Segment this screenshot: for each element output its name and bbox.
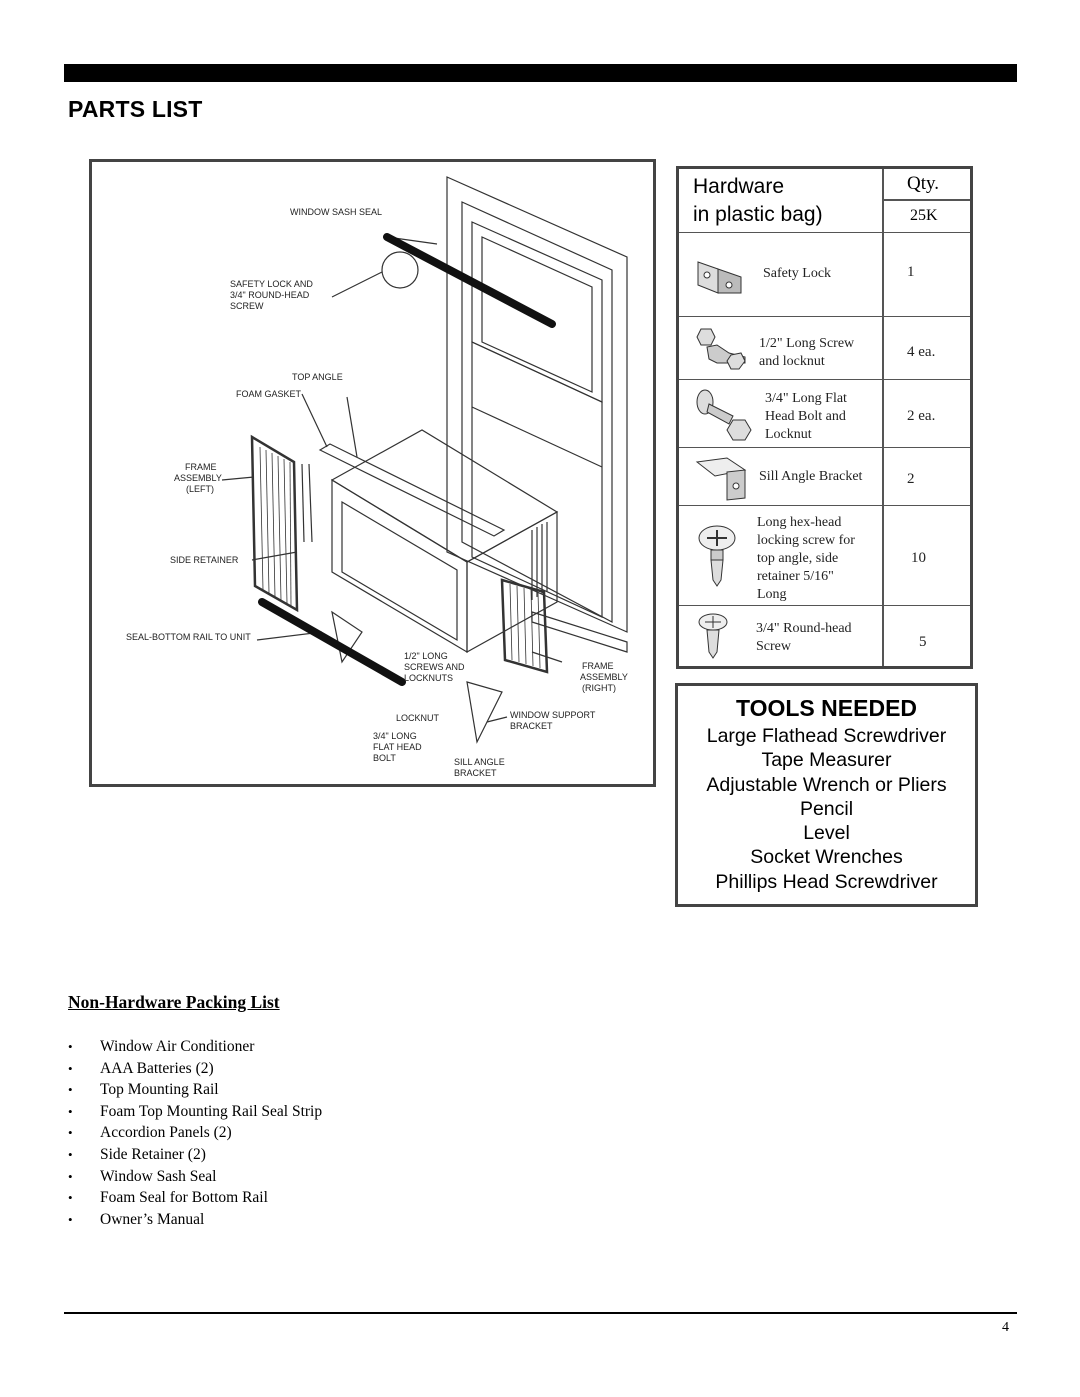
packing-list-item: Window Air Conditioner <box>68 1036 322 1058</box>
label-window-support-bracket: WINDOW SUPPORT <box>510 710 596 720</box>
packing-list: Window Air Conditioner AAA Batteries (2)… <box>68 1036 322 1230</box>
svg-text:ASSEMBLY: ASSEMBLY <box>580 672 628 682</box>
packing-list-item: AAA Batteries (2) <box>68 1058 322 1080</box>
screw-locknut-icon <box>696 328 746 370</box>
svg-text:FLAT HEAD: FLAT HEAD <box>373 742 422 752</box>
label-safety-lock: SAFETY LOCK AND <box>230 279 313 289</box>
svg-text:(RIGHT): (RIGHT) <box>582 683 616 693</box>
label-sill-angle-bracket: SILL ANGLE <box>454 757 505 767</box>
tool-item: Phillips Head Screwdriver <box>715 870 938 893</box>
label-frame-right: FRAME <box>582 661 614 671</box>
installation-diagram: WINDOW SASH SEAL SAFETY LOCK AND 3/4" RO… <box>89 159 656 787</box>
hardware-qty: 5 <box>919 634 927 650</box>
svg-text:SCREWS AND: SCREWS AND <box>404 662 465 672</box>
label-frame-left: FRAME <box>185 462 217 472</box>
page-title: PARTS LIST <box>68 96 203 122</box>
round-head-screw-icon <box>698 613 728 659</box>
window-frame <box>446 176 628 633</box>
hardware-desc: Safety Lock <box>763 266 832 281</box>
ac-side <box>466 510 558 654</box>
packing-list-item: Side Retainer (2) <box>68 1144 322 1166</box>
packing-list-item: Foam Seal for Bottom Rail <box>68 1187 322 1209</box>
hardware-qty: 2 ea. <box>907 408 936 424</box>
svg-text:LOCKNUTS: LOCKNUTS <box>404 673 453 683</box>
svg-text:(LEFT): (LEFT) <box>186 484 214 494</box>
hardware-desc: Sill Angle Bracket <box>759 469 863 484</box>
tool-item: Large Flathead Screwdriver <box>706 725 947 747</box>
page-number: 4 <box>1002 1320 1009 1335</box>
tools-needed-box: TOOLS NEEDED Large Flathead Screwdriver … <box>675 683 978 907</box>
packing-list-item: Foam Top Mounting Rail Seal Strip <box>68 1101 322 1123</box>
svg-text:SCREW: SCREW <box>230 301 264 311</box>
tool-item: Level <box>803 822 850 845</box>
label-seal-bottom-rail: SEAL-BOTTOM RAIL TO UNIT <box>126 632 251 642</box>
qty-header: Qty. <box>907 173 940 194</box>
frame-left <box>250 434 299 613</box>
hardware-qty: 4 ea. <box>907 344 936 360</box>
label-side-retainer: SIDE RETAINER <box>170 555 239 565</box>
ac-top <box>330 429 559 563</box>
model-label: 25K <box>910 207 938 224</box>
tool-item: Socket Wrenches <box>750 846 903 869</box>
svg-text:BOLT: BOLT <box>373 753 396 763</box>
hardware-qty: 10 <box>911 550 926 566</box>
hardware-qty: 2 <box>907 471 915 487</box>
hex-head-screw-icon <box>698 525 736 587</box>
tools-title: TOOLS NEEDED <box>735 695 918 721</box>
label-foam-gasket: FOAM GASKET <box>236 389 302 399</box>
label-window-sash-seal: WINDOW SASH SEAL <box>290 207 382 217</box>
sill-angle-bracket-icon <box>695 457 747 501</box>
svg-text:3/4" ROUND-HEAD: 3/4" ROUND-HEAD <box>230 290 310 300</box>
packing-list-title: Non-Hardware Packing List <box>68 992 280 1012</box>
svg-text:BRACKET: BRACKET <box>510 721 553 731</box>
tool-item: Adjustable Wrench or Pliers <box>706 773 947 796</box>
hardware-row: Sill Angle Bracket 2 <box>679 448 970 506</box>
tool-item: Pencil <box>799 797 854 820</box>
label-half-inch-screws: 1/2" LONG <box>404 651 448 661</box>
footer-rule <box>64 1312 1017 1314</box>
tools-list: Large Flathead Screwdriver Tape Measurer… <box>678 724 975 894</box>
svg-text:ASSEMBLY: ASSEMBLY <box>174 473 222 483</box>
hardware-header-row: Hardware in plastic bag) Qty. 25K <box>679 169 970 233</box>
hardware-row: Safety Lock 1 <box>679 233 970 317</box>
svg-text:BRACKET: BRACKET <box>454 768 497 778</box>
packing-list-item: Top Mounting Rail <box>68 1079 322 1101</box>
label-locknut: LOCKNUT <box>396 713 440 723</box>
flat-head-bolt-icon <box>696 389 752 441</box>
packing-list-item: Accordion Panels (2) <box>68 1122 322 1144</box>
packing-list-item: Owner’s Manual <box>68 1209 322 1231</box>
packing-list-item: Window Sash Seal <box>68 1166 322 1188</box>
hardware-table: Hardware in plastic bag) Qty. 25K Safety… <box>676 166 973 669</box>
hardware-qty: 1 <box>907 264 915 280</box>
hardware-column-divider <box>882 169 884 666</box>
installation-diagram-drawing: WINDOW SASH SEAL SAFETY LOCK AND 3/4" RO… <box>126 176 628 778</box>
safety-lock-icon <box>697 261 742 294</box>
header-rule <box>64 64 1017 82</box>
hardware-header: Hardware in plastic bag) <box>693 175 823 226</box>
label-flat-head-bolt: 3/4" LONG <box>373 731 417 741</box>
tool-item: Tape Measurer <box>761 749 892 772</box>
label-top-angle: TOP ANGLE <box>292 372 343 382</box>
frame-right <box>500 578 549 674</box>
